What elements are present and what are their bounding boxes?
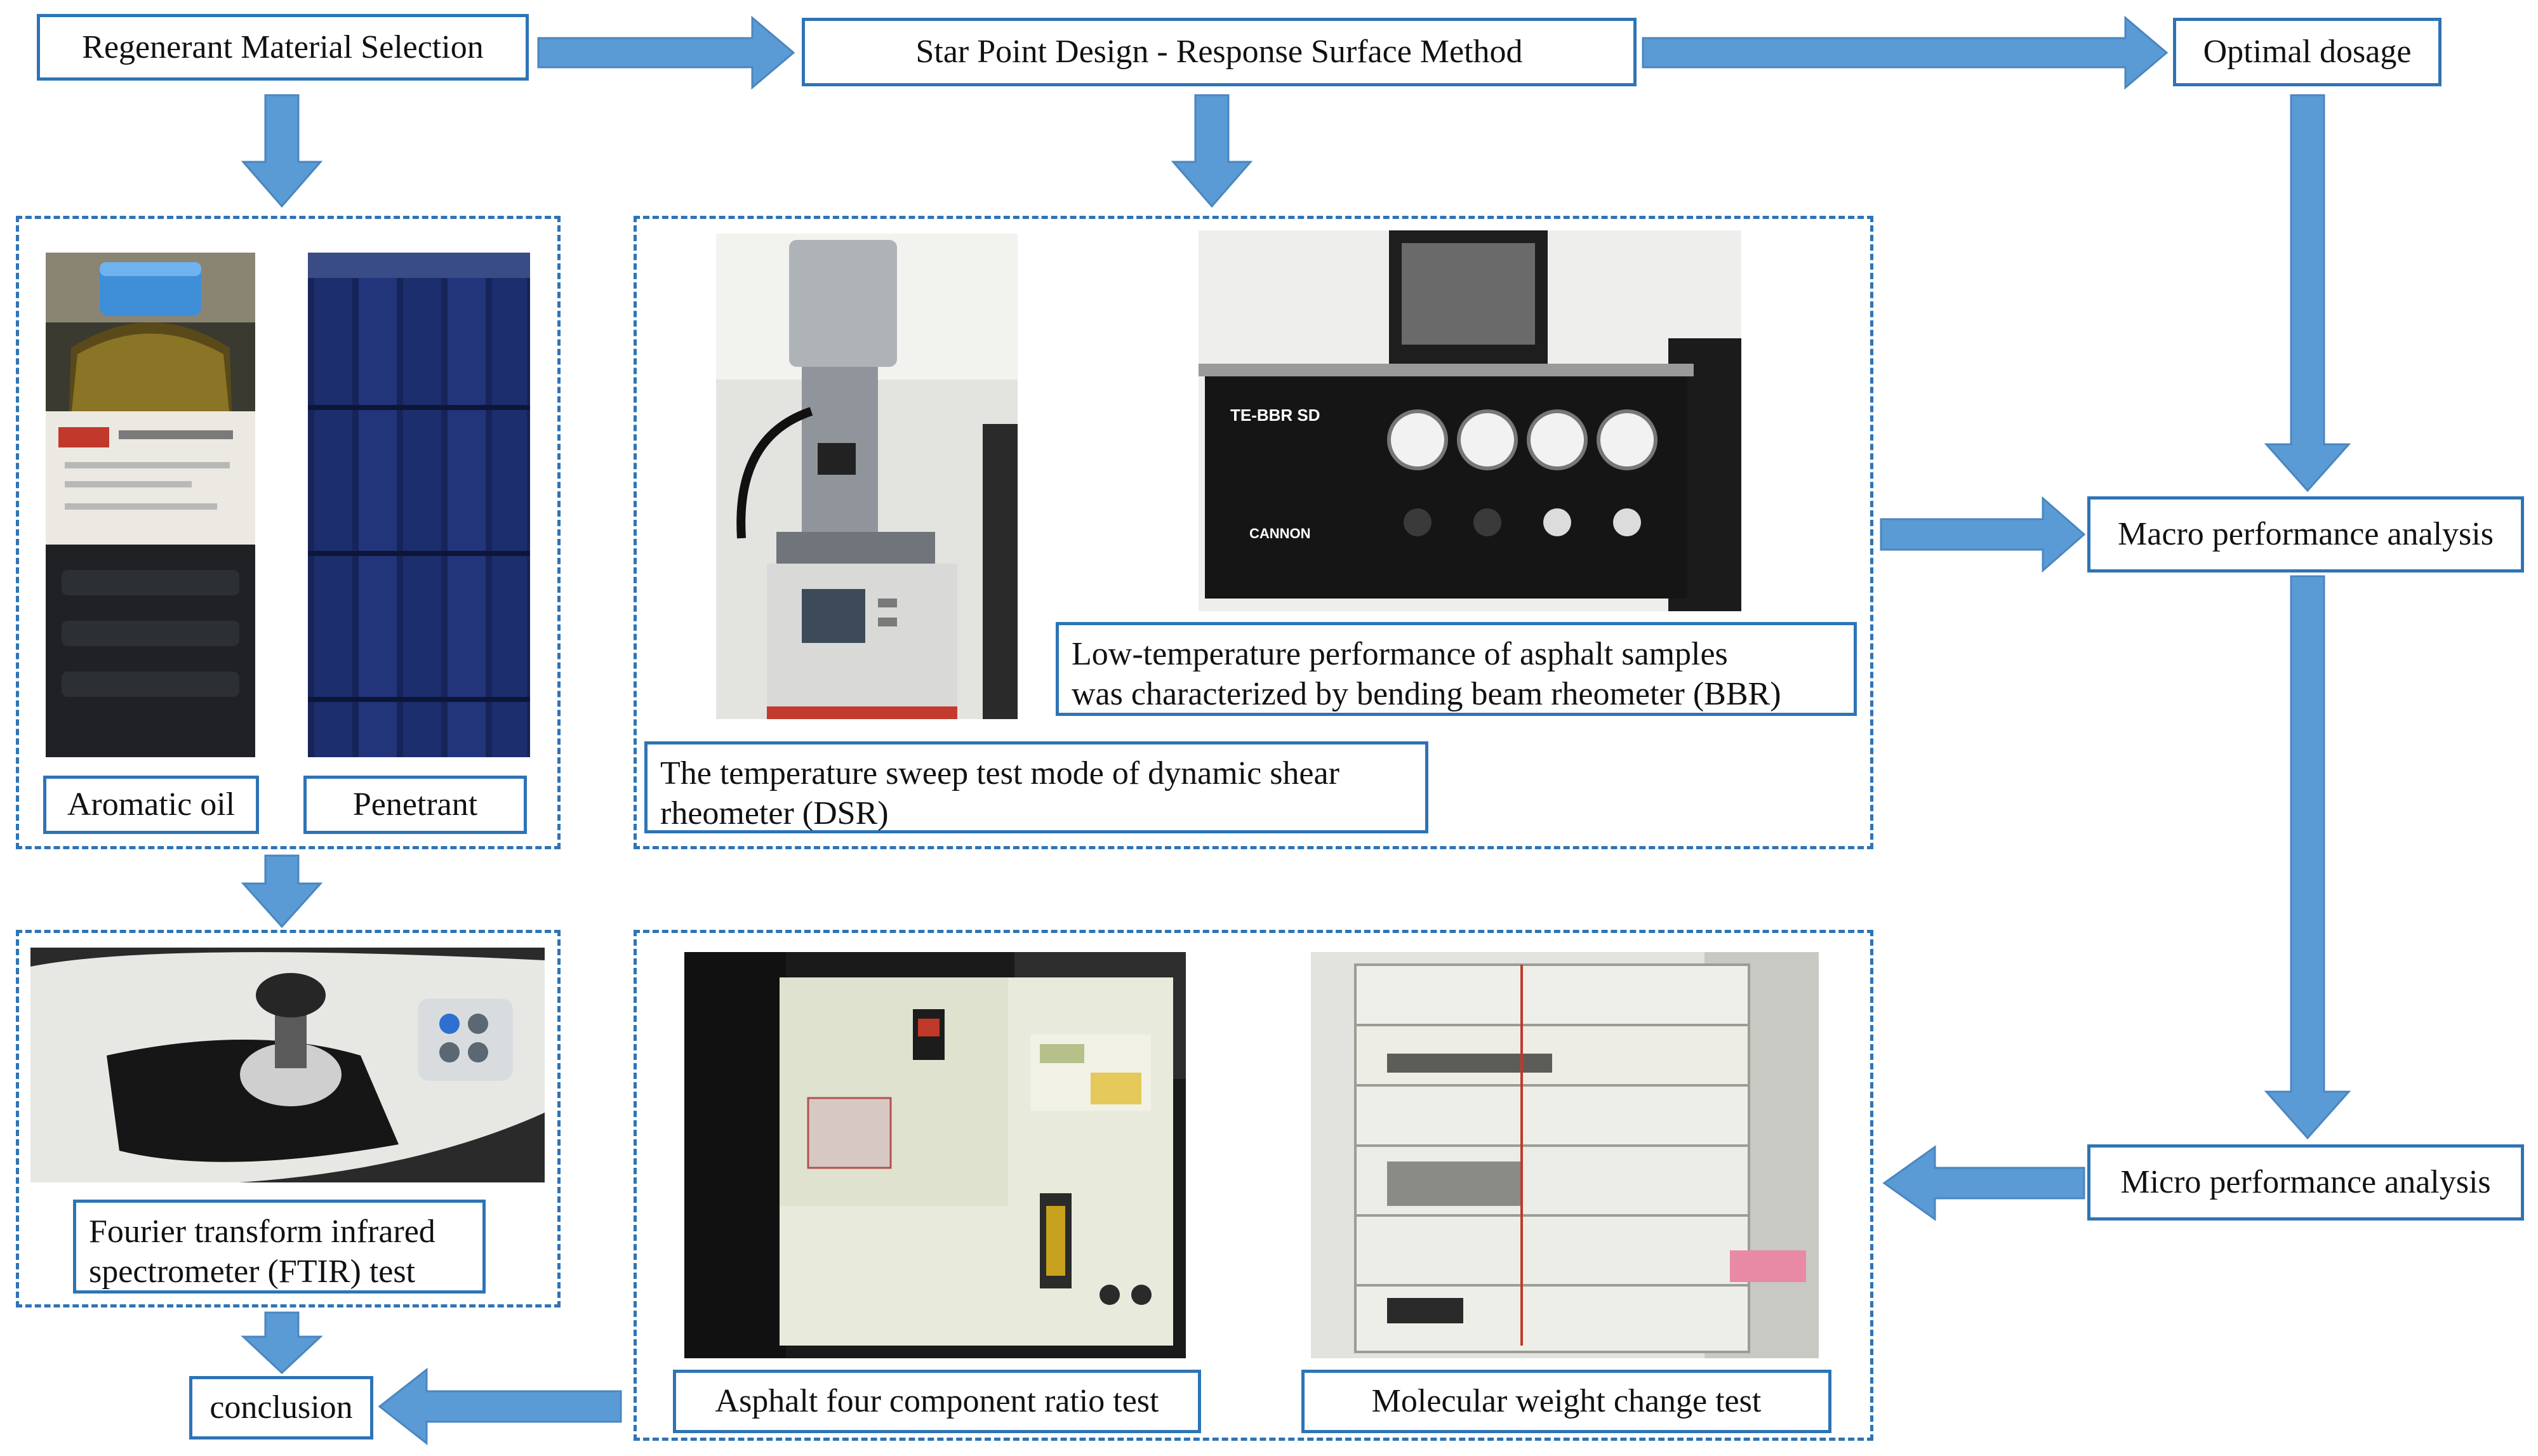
ftir-instrument-photo — [30, 948, 545, 1182]
bbr-test-line-1: Low-temperature performance of asphalt s… — [1072, 636, 1728, 672]
rheology-test-group — [634, 216, 1873, 849]
arrow-down-icon — [241, 854, 323, 929]
iatroscan-instrument-photo — [684, 952, 1186, 1358]
regenerant-selection-box: Regenerant Material Selection — [37, 14, 529, 81]
arrow-down-icon — [2264, 94, 2351, 493]
bbr-test-line-2: was characterized by bending beam rheome… — [1072, 676, 1781, 713]
penetrant-label: Penetrant — [303, 776, 527, 834]
aromatic-oil-photo — [46, 253, 255, 757]
regenerant-group — [16, 216, 561, 849]
arrow-right-icon — [537, 15, 795, 90]
star-point-design-box: Star Point Design - Response Surface Met… — [802, 18, 1637, 86]
penetrant-photo — [308, 253, 530, 757]
gpc-instrument-photo — [1311, 952, 1819, 1358]
arrow-right-icon — [1642, 15, 2169, 90]
arrow-down-icon — [241, 94, 323, 208]
ftir-test-line-1: Fourier transform infrared — [89, 1214, 435, 1250]
arrow-right-icon — [1880, 496, 2086, 573]
arrow-left-icon — [1882, 1145, 2085, 1221]
macro-performance-box: Macro performance analysis — [2087, 496, 2524, 572]
bbr-instrument-photo: TE-BBR SD CANNON — [1199, 230, 1741, 611]
micro-performance-box: Micro performance analysis — [2087, 1144, 2524, 1221]
four-component-test-box: Asphalt four component ratio test — [673, 1370, 1201, 1433]
ftir-test-line-2: spectrometer (FTIR) test — [89, 1254, 416, 1290]
arrow-down-icon — [241, 1311, 323, 1375]
micro-test-group — [634, 930, 1873, 1441]
dsr-test-line-2: rheometer (DSR) — [660, 795, 889, 832]
bbr-test-box: Low-temperature performance of asphalt s… — [1056, 622, 1857, 716]
ftir-test-box: Fourier transform infrared spectrometer … — [73, 1200, 486, 1294]
dsr-instrument-photo — [716, 234, 1018, 719]
dsr-test-box: The temperature sweep test mode of dynam… — [644, 741, 1428, 833]
conclusion-box: conclusion — [189, 1376, 373, 1439]
aromatic-oil-label: Aromatic oil — [43, 776, 259, 834]
arrow-left-icon — [378, 1367, 622, 1446]
molecular-weight-test-box: Molecular weight change test — [1301, 1370, 1831, 1433]
ftir-group — [16, 930, 561, 1307]
bbr-panel-label: TE-BBR SD — [1230, 406, 1320, 425]
arrow-down-icon — [2264, 575, 2351, 1140]
arrow-down-icon — [1171, 94, 1253, 208]
dsr-test-line-1: The temperature sweep test mode of dynam… — [660, 755, 1339, 791]
optimal-dosage-box: Optimal dosage — [2173, 18, 2442, 86]
bbr-brand-label: CANNON — [1249, 526, 1311, 541]
